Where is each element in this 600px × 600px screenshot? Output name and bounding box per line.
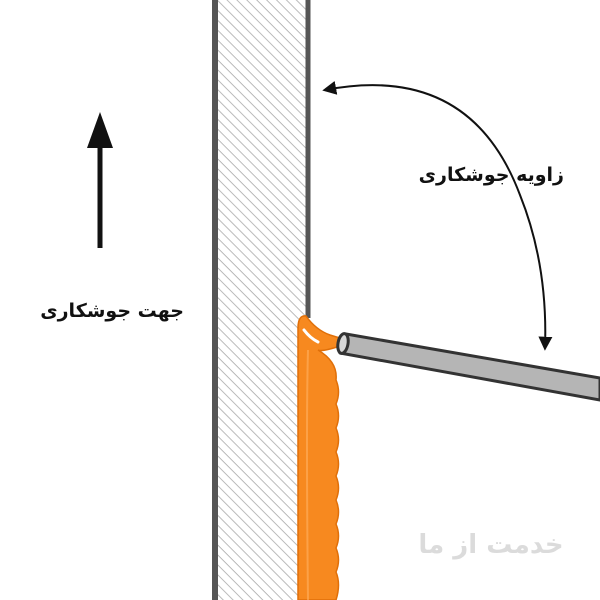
arrow-up-icon bbox=[87, 112, 113, 248]
watermark-text: خدمت از ما bbox=[418, 530, 564, 560]
welding-direction-label: جهت جوشکاری bbox=[40, 300, 184, 322]
vertical-plate bbox=[212, 0, 311, 600]
weld-bead bbox=[297, 315, 341, 600]
welding-angle-label: زاویه جوشکاری bbox=[418, 164, 564, 186]
watermark-logo: خدمت از ما bbox=[396, 520, 586, 568]
electrode-rod bbox=[336, 332, 600, 402]
curved-double-arrow-icon bbox=[322, 81, 553, 351]
